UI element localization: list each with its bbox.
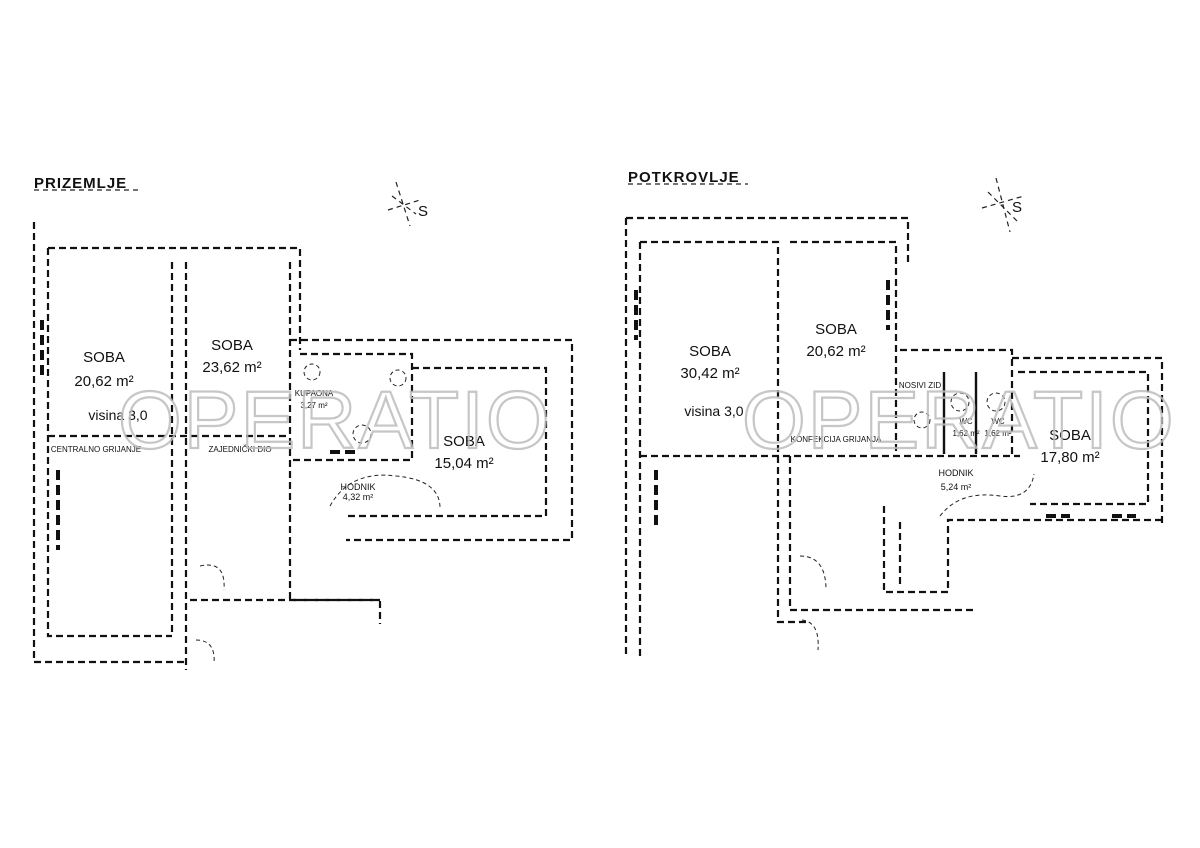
right-wc-fixture-2 — [986, 392, 1006, 412]
svg-text:23,62 m²: 23,62 m² — [202, 359, 261, 376]
right-wc-fixture-1 — [950, 392, 970, 412]
right-room-1-label: SOBA 30,42 m² visina 3,0 — [680, 343, 743, 419]
right-room-east — [1018, 370, 1150, 506]
svg-text:visina 3,0: visina 3,0 — [684, 403, 743, 419]
left-north-label: S — [418, 203, 428, 220]
svg-text:3,27 m²: 3,27 m² — [300, 401, 327, 410]
svg-text:20,62 m²: 20,62 m² — [806, 343, 865, 360]
right-floor-plan: POTKROVLJE S — [624, 169, 1164, 656]
right-door-arc-1 — [939, 473, 1035, 517]
svg-text:1,62 m²: 1,62 m² — [984, 429, 1011, 438]
right-fixture-3 — [913, 411, 931, 429]
left-room-1-label: SOBA 20,62 m² visina 3,0 — [74, 349, 147, 423]
svg-text:HODNIK: HODNIK — [340, 482, 375, 492]
right-room-3-label: NOSIVI ZID — [899, 381, 941, 390]
left-east-block — [290, 338, 574, 542]
svg-text:17,80 m²: 17,80 m² — [1040, 449, 1099, 466]
svg-text:visina 3,0: visina 3,0 — [88, 407, 147, 423]
right-door-arc-3 — [801, 619, 819, 651]
svg-text:1,62 m²: 1,62 m² — [952, 429, 979, 438]
right-room-2-label: SOBA 20,62 m² — [806, 321, 865, 360]
svg-text:WC: WC — [991, 417, 1005, 426]
right-room-2-walls — [790, 240, 898, 456]
left-plan-title: PRIZEMLJE — [34, 175, 127, 192]
right-room-7-label: HODNIK 5,24 m² — [938, 468, 973, 492]
left-fixture-1 — [303, 363, 321, 381]
right-partition-1 — [776, 456, 808, 624]
left-room-2-label: SOBA 23,62 m² — [202, 337, 261, 376]
svg-text:SOBA: SOBA — [689, 343, 731, 360]
left-door-arc-1 — [329, 474, 441, 509]
svg-text:20,62 m²: 20,62 m² — [74, 373, 133, 390]
right-room-4-label: WC 1,62 m² — [952, 417, 979, 438]
left-note-2: ZAJEDNIČKI DIO — [208, 445, 271, 454]
left-room-east — [346, 366, 548, 518]
svg-text:WC: WC — [959, 417, 973, 426]
watermark-right: OPERATIO — [742, 375, 1176, 466]
right-north-label: S — [1012, 199, 1022, 216]
left-outer-wall-west — [32, 222, 186, 664]
left-fixture-2 — [389, 369, 407, 387]
left-corridor-walls — [288, 460, 382, 624]
svg-text:15,04 m²: 15,04 m² — [434, 455, 493, 472]
svg-text:4,32 m²: 4,32 m² — [343, 492, 374, 502]
watermark-left: OPERATIO — [118, 375, 552, 466]
svg-text:NOSIVI ZID: NOSIVI ZID — [899, 381, 941, 390]
svg-text:KUPAONA: KUPAONA — [295, 389, 334, 398]
left-room-3-label: KUPAONA 3,27 m² — [295, 389, 334, 410]
left-north-arrow: S — [387, 181, 428, 227]
svg-text:SOBA: SOBA — [815, 321, 857, 338]
left-inner-wall-west — [46, 248, 172, 638]
right-north-arrow: S — [981, 177, 1025, 233]
right-room-6-label: SOBA 17,80 m² — [1040, 427, 1099, 466]
left-fixture-3 — [352, 424, 372, 444]
right-room-5-label: WC 1,62 m² — [984, 417, 1011, 438]
left-note-1: CENTRALNO GRIJANJE — [51, 445, 141, 454]
left-door-arc-2 — [199, 564, 225, 591]
right-wc-block — [900, 348, 1014, 456]
svg-text:SOBA: SOBA — [443, 433, 485, 450]
right-south-walls — [882, 506, 1162, 594]
right-room-1-walls — [640, 240, 780, 456]
left-door-arc-3 — [195, 639, 215, 665]
left-room-4-label: SOBA 15,04 m² — [434, 433, 493, 472]
svg-text:30,42 m²: 30,42 m² — [680, 365, 739, 382]
left-outer-wall-north — [48, 246, 302, 350]
svg-text:5,24 m²: 5,24 m² — [941, 482, 972, 492]
right-plan-title: POTKROVLJE — [628, 169, 740, 186]
svg-text:SOBA: SOBA — [211, 337, 253, 354]
right-note-1: KONFEKCIJA GRIJANJA — [791, 435, 882, 444]
svg-text:HODNIK: HODNIK — [938, 468, 973, 478]
right-door-arc-2 — [799, 555, 827, 591]
svg-text:SOBA: SOBA — [83, 349, 125, 366]
left-bath-block — [290, 352, 414, 462]
left-floor-plan: PRIZEMLJE S SOBA — [32, 175, 574, 670]
right-east-outer — [1012, 356, 1164, 526]
left-room-5-label: HODNIK 4,32 m² — [340, 482, 375, 502]
svg-text:SOBA: SOBA — [1049, 427, 1091, 444]
right-partition-2 — [788, 456, 976, 612]
right-outer-wall-north — [626, 216, 910, 262]
